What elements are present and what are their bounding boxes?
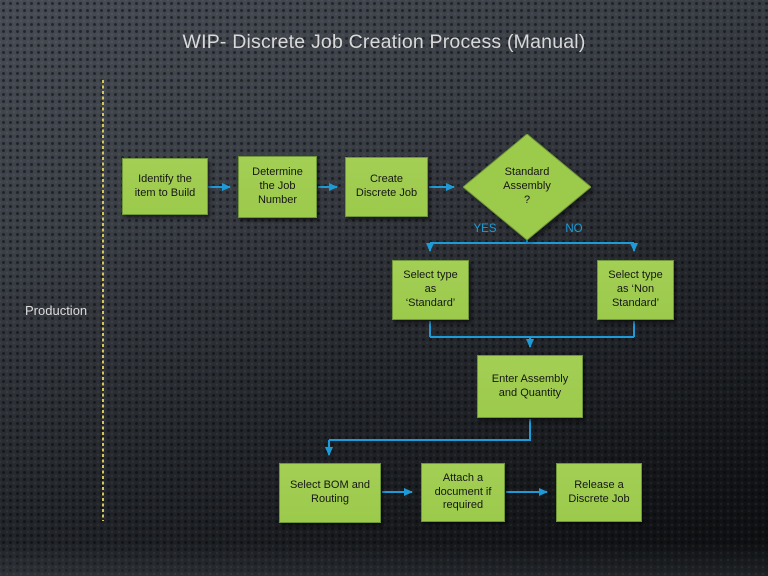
slide-title: WIP- Discrete Job Creation Process (Manu… bbox=[182, 31, 586, 53]
label-yes: YES bbox=[473, 223, 497, 235]
node-select-type-standard: Select type as ‘Standard’ bbox=[392, 260, 469, 320]
node-determine-job-number: Determine the Job Number bbox=[238, 156, 317, 218]
node-release-discrete-job: Release a Discrete Job bbox=[556, 463, 642, 522]
node-identify-item: Identify the item to Build bbox=[122, 158, 208, 215]
node-select-bom-routing: Select BOM and Routing bbox=[279, 463, 381, 523]
node-attach-document: Attach a document if required bbox=[421, 463, 505, 522]
bottom-glow bbox=[0, 542, 768, 576]
node-select-type-non-standard: Select type as ‘Non Standard’ bbox=[597, 260, 674, 320]
production-lane-label: Production bbox=[25, 303, 88, 318]
decision-standard-assembly: Standard Assembly ? bbox=[463, 134, 591, 240]
production-lane-line bbox=[102, 80, 104, 521]
diamond-shape bbox=[463, 134, 591, 240]
label-no: NO bbox=[565, 223, 583, 235]
node-enter-assembly-quantity: Enter Assembly and Quantity bbox=[477, 355, 583, 418]
decision-label: Standard Assembly ? bbox=[503, 166, 551, 206]
node-create-discrete-job: Create Discrete Job bbox=[345, 157, 428, 217]
